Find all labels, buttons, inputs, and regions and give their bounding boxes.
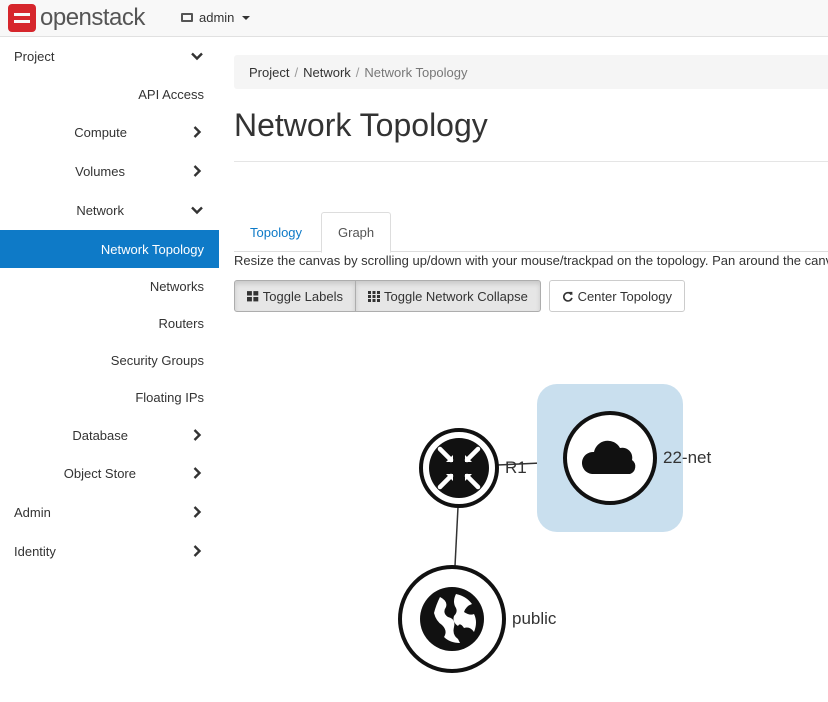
sidebar-item-object-store[interactable]: Object Store bbox=[0, 454, 219, 492]
monitor-icon bbox=[181, 13, 193, 22]
sidebar-item-label: Identity bbox=[14, 543, 56, 559]
sidebar-item-admin[interactable]: Admin bbox=[0, 493, 219, 531]
breadcrumb-current: Network Topology bbox=[364, 64, 468, 80]
external-network-node-public[interactable]: public bbox=[398, 565, 557, 673]
user-menu-dropdown[interactable]: admin bbox=[181, 10, 251, 25]
cloud-icon bbox=[581, 440, 636, 474]
tab-topology[interactable]: Topology bbox=[234, 212, 318, 252]
external-network-label: public bbox=[512, 609, 557, 628]
toggle-labels-label: Toggle Labels bbox=[262, 288, 343, 304]
network-label: 22-net bbox=[663, 448, 711, 467]
chevron-right-icon bbox=[193, 126, 202, 138]
chevron-down-icon bbox=[191, 52, 203, 61]
chevron-right-icon bbox=[193, 545, 202, 557]
sidebar-item-label: Security Groups bbox=[110, 352, 204, 368]
th-icon bbox=[368, 290, 380, 302]
link-router-public bbox=[454, 506, 459, 567]
caret-down-icon bbox=[242, 15, 251, 20]
sidebar-item-label: Floating IPs bbox=[135, 389, 204, 405]
user-menu-label: admin bbox=[199, 10, 235, 25]
toggle-network-collapse-label: Toggle Network Collapse bbox=[384, 288, 528, 304]
sidebar-item-compute[interactable]: Compute bbox=[0, 113, 219, 151]
chevron-right-icon bbox=[193, 165, 202, 177]
sidebar-item-security-groups[interactable]: Security Groups bbox=[0, 341, 219, 379]
breadcrumb-separator: / bbox=[355, 64, 360, 80]
sidebar-item-database[interactable]: Database bbox=[0, 416, 219, 454]
divider bbox=[234, 161, 828, 162]
sidebar-item-networks[interactable]: Networks bbox=[0, 267, 219, 305]
topology-hint: Resize the canvas by scrolling up/down w… bbox=[234, 253, 828, 268]
topology-tabs: Topology Graph bbox=[234, 212, 828, 253]
sidebar-item-network-topology[interactable]: Network Topology bbox=[0, 230, 219, 268]
refresh-icon bbox=[563, 291, 573, 302]
sidebar-item-identity[interactable]: Identity bbox=[0, 532, 219, 570]
globe-icon bbox=[420, 587, 484, 651]
sidebar-item-project[interactable]: Project bbox=[0, 37, 219, 75]
tab-label: Graph bbox=[338, 225, 375, 240]
chevron-down-icon bbox=[191, 206, 203, 215]
toggle-labels-button[interactable]: Toggle Labels bbox=[234, 280, 356, 312]
chevron-right-icon bbox=[193, 429, 202, 441]
sidebar-item-label: Routers bbox=[158, 315, 204, 331]
router-node-r1[interactable]: R1 bbox=[419, 428, 527, 508]
router-icon bbox=[429, 438, 489, 498]
sidebar-item-network[interactable]: Network bbox=[0, 191, 219, 229]
brand-name: openstack bbox=[40, 4, 145, 31]
openstack-logo[interactable]: openstack bbox=[8, 4, 145, 32]
chevron-right-icon bbox=[193, 506, 202, 518]
breadcrumb: Project / Network / Network Topology bbox=[234, 55, 828, 89]
toggle-network-collapse-button[interactable]: Toggle Network Collapse bbox=[355, 280, 541, 312]
sidebar-item-label: Database bbox=[72, 427, 128, 443]
sidebar-item-label: Volumes bbox=[75, 163, 125, 179]
tab-graph[interactable]: Graph bbox=[321, 212, 392, 253]
sidebar-item-routers[interactable]: Routers bbox=[0, 304, 219, 342]
breadcrumb-network[interactable]: Network bbox=[303, 64, 351, 80]
sidebar-item-api-access[interactable]: API Access bbox=[0, 75, 219, 113]
sidebar: Project API Access Compute Volumes Netwo… bbox=[0, 37, 219, 702]
center-topology-button[interactable]: Center Topology bbox=[549, 280, 685, 312]
openstack-logo-icon bbox=[8, 4, 36, 32]
sidebar-item-label: Network bbox=[76, 202, 124, 218]
page-title: Network Topology bbox=[234, 107, 488, 143]
center-topology-label: Center Topology bbox=[577, 288, 672, 304]
top-navbar: openstack admin bbox=[0, 0, 828, 37]
th-large-icon bbox=[247, 290, 259, 301]
breadcrumb-separator: / bbox=[294, 64, 299, 80]
sidebar-item-label: API Access bbox=[138, 86, 204, 102]
sidebar-item-label: Compute bbox=[74, 124, 127, 140]
network-node-22-net[interactable]: 22-net bbox=[537, 384, 711, 532]
chevron-right-icon bbox=[193, 467, 202, 479]
sidebar-item-label: Networks bbox=[149, 278, 204, 294]
sidebar-item-volumes[interactable]: Volumes bbox=[0, 152, 219, 190]
sidebar-item-floating-ips[interactable]: Floating IPs bbox=[0, 378, 219, 416]
tab-label: Topology bbox=[250, 224, 303, 240]
router-label: R1 bbox=[505, 458, 527, 477]
sidebar-item-label: Admin bbox=[14, 504, 51, 520]
breadcrumb-project[interactable]: Project bbox=[249, 64, 290, 80]
sidebar-item-label: Project bbox=[14, 48, 55, 64]
sidebar-item-label: Object Store bbox=[63, 465, 136, 481]
main-content: Project / Network / Network Topology Net… bbox=[234, 37, 828, 702]
sidebar-item-label: Network Topology bbox=[100, 241, 204, 257]
